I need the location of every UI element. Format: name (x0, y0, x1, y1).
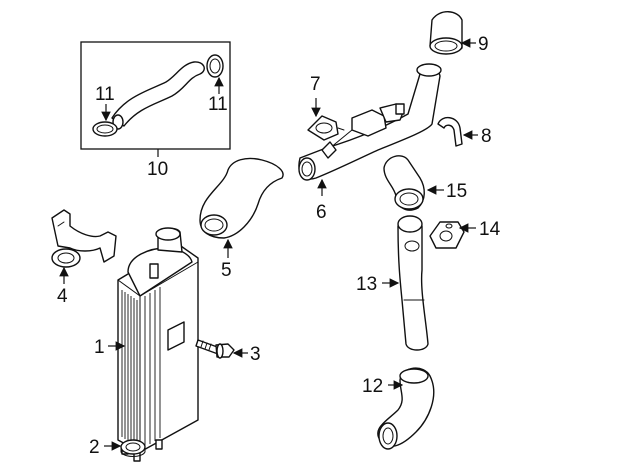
callout-14: 14 (479, 219, 501, 240)
hose-clamp-11-left[interactable] (92, 121, 118, 137)
intercooler-fins (121, 287, 161, 447)
callout-15: 15 (446, 181, 467, 202)
kit-hose[interactable] (111, 61, 205, 130)
gasket[interactable] (429, 221, 465, 249)
callout-6: 6 (316, 202, 327, 223)
callout-labels: 1 2 3 4 5 6 7 8 9 10 11 11 12 13 14 15 (57, 34, 501, 458)
callout-8: 8 (481, 126, 492, 147)
intercooler[interactable] (117, 227, 199, 462)
coupler-hose[interactable] (429, 11, 463, 55)
callout-4: 4 (57, 286, 68, 307)
hose-clip[interactable] (437, 117, 463, 147)
turbo-inlet-hose[interactable] (383, 155, 425, 211)
callout-13: 13 (356, 274, 377, 295)
charge-air-tube[interactable] (298, 63, 442, 181)
pressure-sensor[interactable] (307, 115, 345, 141)
callout-3: 3 (250, 344, 261, 365)
intercooler-hose[interactable] (199, 157, 284, 239)
mount-bracket[interactable] (51, 209, 117, 268)
callout-11-right: 11 (208, 94, 228, 115)
leader-lines (59, 38, 478, 451)
callout-11-left: 11 (95, 84, 115, 105)
kit-box-10 (80, 41, 231, 157)
bolt[interactable] (195, 339, 235, 359)
callout-1: 1 (94, 337, 105, 358)
hose-clamp-11-right[interactable] (206, 54, 224, 78)
callout-12: 12 (362, 376, 383, 397)
callout-9: 9 (478, 34, 489, 55)
intercooler-pipe[interactable] (397, 215, 429, 351)
callout-2: 2 (89, 437, 100, 458)
callout-5: 5 (221, 260, 232, 281)
outlet-hose[interactable] (377, 367, 435, 450)
callout-10: 10 (147, 159, 168, 180)
callout-7: 7 (310, 74, 321, 95)
